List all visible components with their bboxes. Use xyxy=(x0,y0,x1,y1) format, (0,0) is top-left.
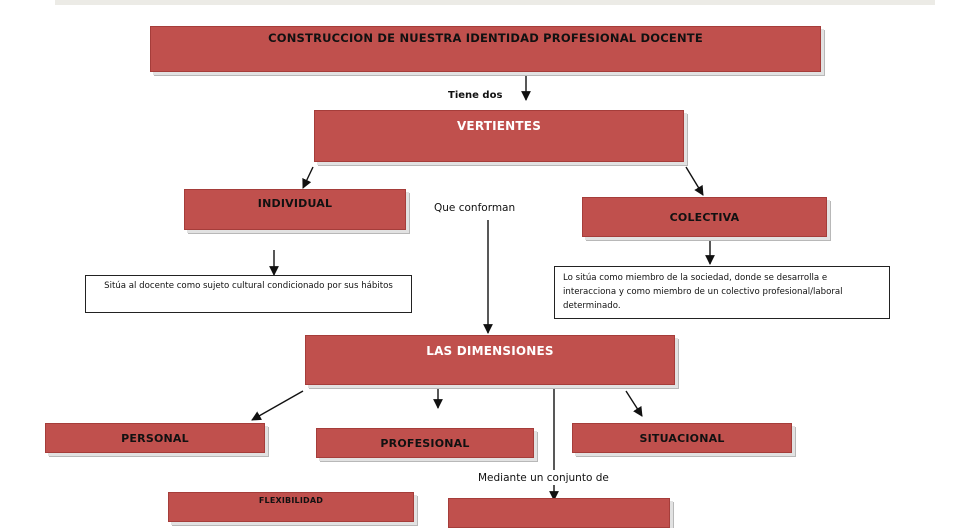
edge-label-tiene-dos: Tiene dos xyxy=(448,90,503,101)
arrow-vertientes-to-colectiva xyxy=(685,166,704,196)
flexibilidad-node: FLEXIBILIDAD xyxy=(168,492,414,522)
situacional-node: SITUACIONAL xyxy=(572,423,792,453)
flexibilidad-text: FLEXIBILIDAD xyxy=(258,496,324,505)
arrow-dimensiones-to-situacional xyxy=(625,390,643,417)
title-text: CONSTRUCCION DE NUESTRA IDENTIDAD PROFES… xyxy=(268,31,703,45)
individual-description: Sitúa al docente como sujeto cultural co… xyxy=(85,275,412,313)
next-node-partial xyxy=(448,498,670,528)
profesional-node: PROFESIONAL xyxy=(316,428,534,458)
individual-description-text: Sitúa al docente como sujeto cultural co… xyxy=(104,281,393,291)
dimensiones-text: LAS DIMENSIONES xyxy=(426,344,554,358)
individual-text: INDIVIDUAL xyxy=(257,197,333,210)
colectiva-description: Lo sitúa como miembro de la sociedad, do… xyxy=(554,266,890,319)
vertientes-text: VERTIENTES xyxy=(456,119,542,133)
edge-label-que-conforman: Que conforman xyxy=(434,202,516,214)
individual-node: INDIVIDUAL xyxy=(184,189,406,230)
top-strip xyxy=(55,0,935,5)
arrow-vertientes-to-individual xyxy=(302,166,314,189)
situacional-text: SITUACIONAL xyxy=(639,431,725,445)
title-node: CONSTRUCCION DE NUESTRA IDENTIDAD PROFES… xyxy=(150,26,821,72)
colectiva-text: COLECTIVA xyxy=(669,210,740,224)
arrow-dimensiones-to-personal xyxy=(251,390,304,421)
colectiva-node: COLECTIVA xyxy=(582,197,827,237)
dimensiones-node: LAS DIMENSIONES xyxy=(305,335,675,385)
edge-label-mediante: Mediante un conjunto de xyxy=(478,472,609,484)
personal-text: PERSONAL xyxy=(121,431,189,445)
personal-node: PERSONAL xyxy=(45,423,265,453)
connector-arrows xyxy=(251,69,715,501)
vertientes-node: VERTIENTES xyxy=(314,110,684,162)
profesional-text: PROFESIONAL xyxy=(380,436,470,450)
colectiva-description-text: Lo sitúa como miembro de la sociedad, do… xyxy=(563,273,843,311)
